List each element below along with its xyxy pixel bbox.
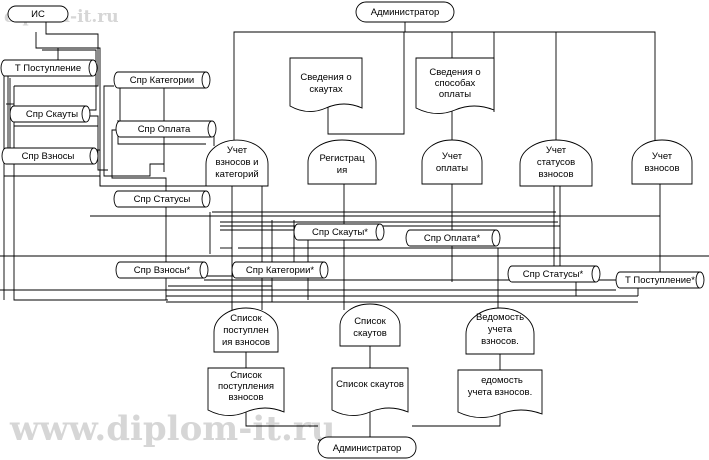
process-uchet-oplaty-line-1: Учет bbox=[442, 151, 463, 162]
terminator-admin-top[interactable]: Администратор bbox=[355, 1, 455, 23]
store-spr-statusy-out-label: Спр Статусы* bbox=[523, 269, 584, 280]
process-uchet-vznosov[interactable]: Учет взносов bbox=[631, 139, 693, 185]
store-t-postuplenie[interactable]: Т Поступление bbox=[0, 59, 98, 77]
process-uchet-oplaty[interactable]: Учет оплаты bbox=[421, 139, 483, 185]
doc-svedeniya-skauty-line-2: скаутах bbox=[309, 84, 343, 95]
doc-spisok-postupleniya[interactable]: Список поступления взносов bbox=[207, 367, 285, 416]
doc-vedomost-line-1: едомость bbox=[481, 375, 523, 386]
store-spr-kategorii-out[interactable]: Спр Категории* bbox=[231, 261, 329, 279]
store-spr-oplata[interactable]: Спр Оплата bbox=[115, 120, 217, 138]
store-spr-skauty[interactable]: Спр Скауты bbox=[9, 105, 91, 123]
doc-spisok-postupleniya-line-1: Список bbox=[230, 370, 262, 381]
process-uchet-vznosov-kategoriy-line-1: Учет bbox=[227, 145, 248, 156]
doc-spisok-skautov[interactable]: Список скаутов bbox=[331, 367, 409, 416]
process-vedomost-line-3: взносов. bbox=[481, 336, 519, 347]
store-spr-oplata-out[interactable]: Спр Оплата* bbox=[405, 229, 501, 247]
doc-vedomost-line-2: учета взносов. bbox=[468, 387, 533, 398]
store-spr-oplata-out-label: Спр Оплата* bbox=[424, 233, 481, 244]
store-spr-vznosy[interactable]: Спр Взносы bbox=[1, 147, 99, 165]
process-uchet-vznosov-kategoriy-line-2: взносов и bbox=[216, 157, 259, 168]
store-spr-vznosy-out-label: Спр Взносы* bbox=[134, 265, 191, 276]
doc-svedeniya-oplata-line-3: оплаты bbox=[439, 89, 471, 100]
doc-svedeniya-skauty[interactable]: Сведения о скаутах bbox=[289, 57, 363, 112]
doc-svedeniya-oplata[interactable]: Сведения о способах оплаты bbox=[415, 57, 495, 114]
store-spr-vznosy-out[interactable]: Спр Взносы* bbox=[115, 261, 209, 279]
watermark-bottom: www.diplom-it.ru bbox=[9, 409, 335, 449]
process-vedomost-line-2: учета bbox=[488, 324, 513, 335]
process-spisok-skautov-line-2: скаутов bbox=[353, 328, 387, 339]
store-t-postuplenie-label: Т Поступление bbox=[15, 63, 81, 74]
store-spr-skauty-label: Спр Скауты bbox=[26, 109, 78, 120]
store-t-postuplenie-out[interactable]: Т Поступление* bbox=[615, 271, 705, 289]
process-uchet-vznosov-kategoriy-line-3: категорий bbox=[215, 169, 258, 180]
process-vedomost-line-1: Ведомость bbox=[476, 312, 524, 323]
process-uchet-oplaty-line-2: оплаты bbox=[436, 163, 468, 174]
process-uchet-vznosov-line-2: взносов bbox=[644, 163, 679, 174]
store-spr-skauty-out-label: Спр Скауты* bbox=[312, 227, 368, 238]
terminator-is[interactable]: ИС bbox=[7, 5, 69, 23]
terminator-admin-bottom-label: Администратор bbox=[333, 443, 402, 454]
process-uchet-statusov-line-3: взносов bbox=[538, 169, 573, 180]
process-uchet-vznosov-kategoriy[interactable]: Учет взносов и категорий bbox=[205, 139, 269, 187]
store-spr-statusy[interactable]: Спр Статусы bbox=[113, 190, 211, 208]
doc-svedeniya-oplata-line-2: способах bbox=[435, 78, 476, 89]
doc-spisok-postupleniya-line-2: поступления bbox=[218, 381, 274, 392]
store-spr-kategorii[interactable]: Спр Категории bbox=[113, 71, 211, 89]
store-spr-oplata-label: Спр Оплата bbox=[138, 124, 191, 135]
store-t-postuplenie-out-label: Т Поступление* bbox=[625, 275, 695, 286]
process-uchet-statusov-line-2: статусов bbox=[537, 157, 575, 168]
store-spr-skauty-out[interactable]: Спр Скауты* bbox=[293, 223, 385, 241]
store-spr-kategorii-label: Спр Категории bbox=[130, 75, 195, 86]
process-spisok-postuplen[interactable]: Список поступлен ия взносов bbox=[213, 307, 279, 353]
terminator-admin-top-label: Администратор bbox=[371, 7, 440, 18]
process-registraciya-line-1: Регистрац bbox=[319, 153, 365, 164]
process-spisok-skautov[interactable]: Список скаутов bbox=[339, 303, 401, 347]
process-spisok-postuplen-line-2: поступлен bbox=[223, 325, 269, 336]
store-spr-statusy-label: Спр Статусы bbox=[134, 194, 191, 205]
process-uchet-statusov-line-1: Учет bbox=[546, 145, 567, 156]
store-spr-vznosy-label: Спр Взносы bbox=[22, 151, 75, 162]
doc-svedeniya-oplata-line-1: Сведения о bbox=[429, 67, 480, 78]
terminator-is-label: ИС bbox=[31, 9, 45, 20]
doc-spisok-postupleniya-line-3: взносов bbox=[228, 392, 263, 403]
process-uchet-vznosov-line-1: Учет bbox=[652, 151, 673, 162]
store-spr-kategorii-out-label: Спр Категории* bbox=[246, 265, 315, 276]
process-spisok-skautov-line-1: Список bbox=[354, 316, 386, 327]
process-uchet-statusov[interactable]: Учет статусов взносов bbox=[519, 139, 593, 187]
process-spisok-postuplen-line-1: Список bbox=[230, 313, 262, 324]
doc-spisok-skautov-line-1: Список скаутов bbox=[336, 379, 404, 390]
doc-svedeniya-skauty-line-1: Сведения о bbox=[300, 72, 351, 83]
terminator-admin-bottom[interactable]: Администратор bbox=[317, 436, 417, 459]
process-spisok-postuplen-line-3: ия взносов bbox=[222, 337, 270, 348]
process-registraciya[interactable]: Регистрац ия bbox=[307, 139, 377, 185]
process-vedomost[interactable]: Ведомость учета взносов. bbox=[465, 307, 535, 355]
process-registraciya-line-2: ия bbox=[337, 165, 347, 176]
doc-vedomost[interactable]: едомость учета взносов. bbox=[457, 369, 543, 418]
store-spr-statusy-out[interactable]: Спр Статусы* bbox=[507, 265, 601, 283]
